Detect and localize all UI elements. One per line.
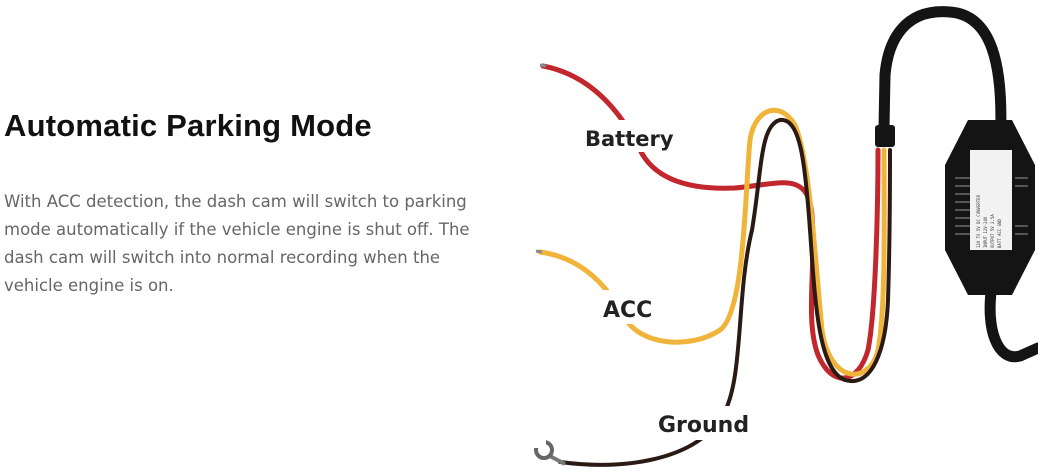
- acc-wire-end: [535, 249, 543, 254]
- battery-wire: [540, 63, 881, 381]
- ground-label: Ground: [658, 413, 749, 438]
- battery-label: Battery: [585, 127, 674, 151]
- acc-label: ACC: [603, 298, 652, 323]
- battery-wire-end: [539, 63, 547, 68]
- module-label: [970, 150, 1012, 250]
- module-ribs: [955, 177, 1028, 235]
- output-cable: [984, 279, 1038, 363]
- module-label-line-4: BATT ACC GND: [997, 219, 1002, 248]
- connector-sleeve: [875, 125, 895, 147]
- ground-ring-terminal: [534, 436, 566, 466]
- page-title: Automatic Parking Mode: [4, 108, 372, 143]
- module-label-line-2: INPUT 12V-24V: [983, 216, 988, 248]
- converter-module: 12V TO 5V DC CONVERTER INPUT 12V-24V OUT…: [945, 120, 1035, 295]
- description-text: With ACC detection, the dash cam will sw…: [4, 192, 470, 295]
- module-label-line-1: 12V TO 5V DC CONVERTER: [976, 194, 981, 248]
- module-label-line-3: OUTPUT 5V 2.5A: [990, 214, 995, 248]
- main-cable: [878, 6, 1007, 154]
- acc-wire: [537, 107, 887, 377]
